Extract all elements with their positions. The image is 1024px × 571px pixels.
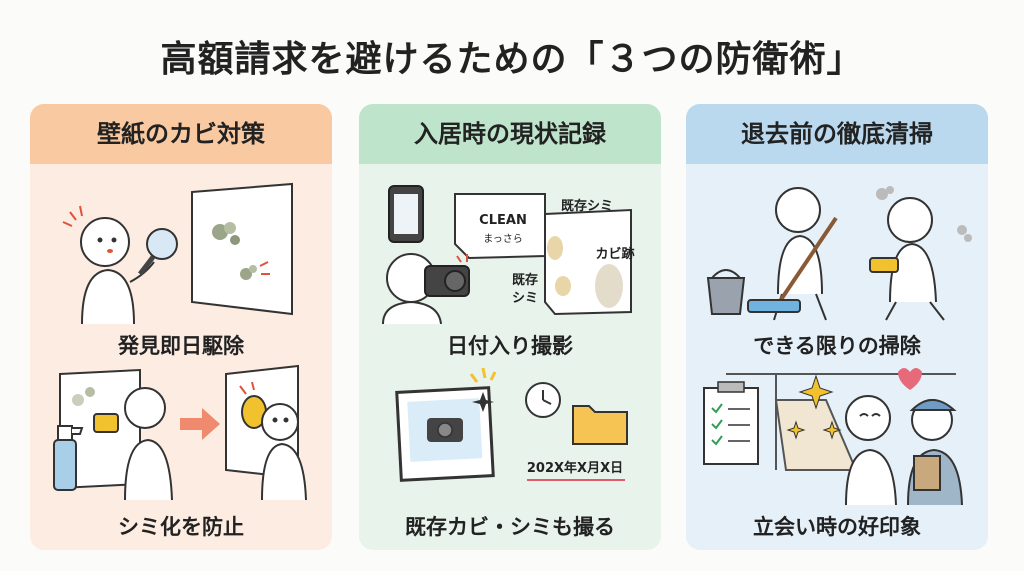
person-figure <box>124 387 173 501</box>
panel-heading: 壁紙のカビ対策 <box>30 104 332 164</box>
sponge-icon <box>869 257 899 273</box>
person-figure <box>845 395 897 505</box>
person-figure <box>885 197 945 321</box>
date-label: 202X年X月X日 <box>527 460 623 476</box>
sparkle-icon <box>472 392 494 412</box>
stain2-label-1: 既存 <box>512 272 538 288</box>
stained-wall-panel <box>544 208 632 316</box>
mold-wall-icon <box>191 182 293 316</box>
person-figure <box>382 253 442 324</box>
panel-body: 発見即日駆除 <box>30 164 332 550</box>
mold-inspection-illustration <box>62 182 293 324</box>
folder-icon <box>572 405 628 445</box>
page-title: 高額請求を避けるための「３つの防衛術」 <box>160 39 864 80</box>
clean-jp-label: まっさら <box>483 233 523 245</box>
sparkle-icon <box>786 374 842 440</box>
cleaning-illustration <box>706 186 972 321</box>
panel-pre-move-out-cleaning: 退去前の徹底清掃 できる限りの掃除 <box>686 104 988 550</box>
photo-frame-icon <box>395 386 495 482</box>
panel-body: できる限りの掃除 <box>686 164 988 550</box>
camera-icon <box>424 254 470 297</box>
panel-body: CLEAN まっさら 既存シミ カビ跡 既存 シミ <box>359 164 661 550</box>
heart-icon <box>898 368 922 390</box>
person-figure <box>773 187 827 321</box>
caption-clean-thoroughly: できる限りの掃除 <box>753 334 921 358</box>
inspection-illustration <box>703 368 963 505</box>
checklist-icon <box>703 381 759 465</box>
caption-good-impression: 立会い時の好印象 <box>753 515 921 539</box>
sponge-icon <box>93 413 119 433</box>
inspector-icon <box>907 399 963 505</box>
panel-wallpaper-mold: 壁紙のカビ対策 <box>30 104 332 550</box>
stain2-label-2: シミ <box>512 291 538 306</box>
clock-icon <box>525 382 561 418</box>
spray-bottle-icon <box>53 425 84 491</box>
panel-heading: 入居時の現状記録 <box>359 104 661 164</box>
smartphone-icon <box>388 185 424 243</box>
panel-heading: 退去前の徹底清掃 <box>686 104 988 164</box>
caption-existing-damage: 既存カビ・シミも撮る <box>405 515 615 539</box>
photo-recording-illustration: CLEAN まっさら 既存シミ カビ跡 既存 シミ <box>382 185 635 324</box>
wipe-mold-illustration <box>53 364 307 501</box>
existing-damage-illustration: 202X年X月X日 <box>395 367 628 482</box>
caption-remove-same-day: 発見即日駆除 <box>118 334 244 358</box>
mop-icon <box>747 216 838 313</box>
stain1-label: 既存シミ <box>561 198 613 214</box>
clean-en-label: CLEAN <box>479 213 527 228</box>
caption-prevent-stains: シミ化を防止 <box>118 515 244 539</box>
person-figure <box>261 403 307 501</box>
mold-label: カビ跡 <box>595 246 634 262</box>
clean-wall-panel: CLEAN まっさら <box>454 193 546 260</box>
arrow-right-icon <box>180 408 220 440</box>
magnifier-icon <box>138 228 178 276</box>
caption-dated-photo: 日付入り撮影 <box>447 334 573 358</box>
bucket-icon <box>706 269 746 315</box>
panel-move-in-record: 入居時の現状記録 CLEAN まっさら 既存シミ カビ跡 既存 シミ <box>359 104 661 550</box>
